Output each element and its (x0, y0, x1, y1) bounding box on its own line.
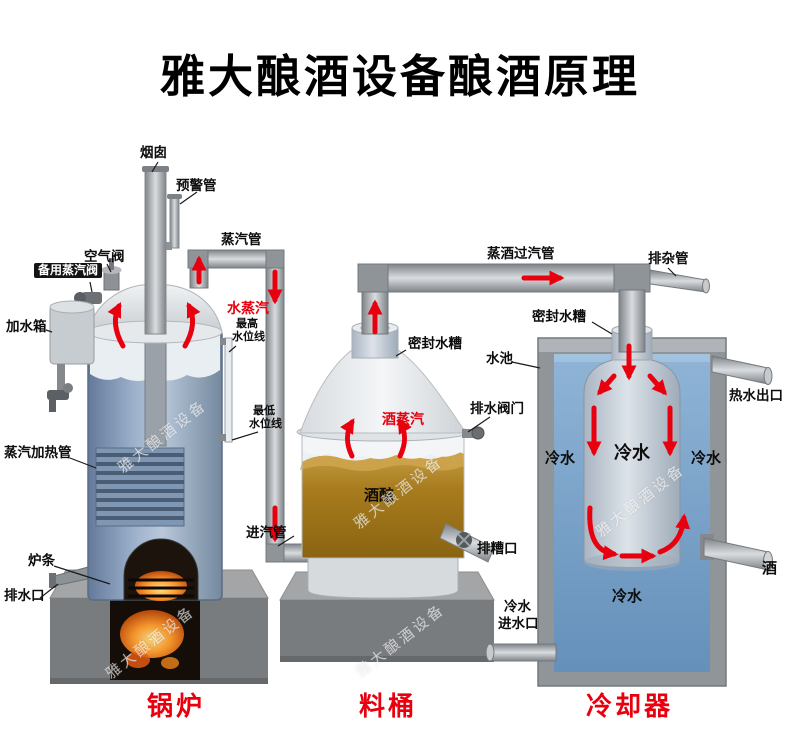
label-waste-pipe: 排杂管 (648, 251, 689, 266)
cold-inlet-pipe (485, 643, 557, 662)
label-cold-water-left: 冷水 (545, 450, 576, 467)
label-water-vapor: 水蒸汽 (227, 300, 269, 316)
barrel-base (307, 555, 459, 599)
mash-fill (302, 452, 464, 558)
wine-pipe (700, 534, 773, 571)
boiler-illustration (47, 166, 269, 684)
label-min-level-2: 水位线 (249, 418, 282, 430)
label-seal-trough-barrel: 密封水糟 (408, 336, 462, 351)
air-valve (101, 258, 122, 291)
page-title: 雅大酿酒设备酿酒原理 (159, 51, 640, 102)
label-drain-valve: 排水阀门 (470, 401, 524, 416)
barrel-steam-cloud (302, 438, 464, 459)
label-pool: 水池 (486, 351, 513, 366)
label-warning-pipe: 预警管 (176, 178, 217, 193)
label-hot-water-outlet: 热水出口 (729, 388, 783, 403)
caption-boiler: 锅炉 (147, 691, 206, 721)
label-chimney: 烟囱 (140, 145, 167, 160)
label-min-level-1: 最低 (253, 405, 275, 417)
caption-cooler: 冷却器 (586, 691, 674, 721)
label-grate: 炉条 (28, 553, 55, 568)
label-wine-vapor: 酒蒸汽 (382, 411, 424, 427)
steam-pipe (187, 249, 313, 563)
label-air-valve: 空气阀 (84, 249, 125, 264)
label-steam-pipe: 蒸汽管 (221, 232, 262, 247)
label-wine-steam-duct: 蒸酒过汽管 (487, 246, 555, 261)
fire-window (110, 598, 200, 680)
grate-bars (128, 578, 194, 598)
chimney-pipe (142, 166, 169, 335)
waste-pipe (649, 269, 710, 294)
label-seal-trough-cooler: 密封水糟 (532, 309, 586, 324)
caption-barrel: 料桶 (359, 691, 418, 721)
slag-outlet-pipe (439, 523, 495, 563)
label-steam-heating-pipe: 蒸汽加热管 (4, 445, 72, 460)
mash-top-layer (300, 452, 464, 471)
leader-lines (39, 161, 677, 599)
label-cold-inlet-1: 冷水 (504, 599, 531, 614)
cooler-illustration (485, 289, 773, 687)
flow-arrows (107, 255, 691, 564)
heating-ribs (95, 447, 185, 527)
label-slag-outlet: 排糟口 (477, 541, 518, 556)
drain-valve (462, 426, 485, 440)
hot-water-pipe (711, 355, 773, 385)
water-fill-tank (49, 300, 95, 365)
condenser-cylinder (583, 357, 681, 571)
label-max-level-2: 水位线 (232, 331, 265, 343)
warning-pipe (166, 194, 182, 250)
level-gauge (220, 337, 233, 443)
water-faucet (47, 364, 73, 412)
label-cold-water-right: 冷水 (691, 450, 722, 467)
label-cold-inlet-2: 进水口 (498, 616, 539, 631)
label-wine: 酒 (762, 560, 778, 577)
label-steam-inlet-pipe: 进汽管 (246, 525, 287, 540)
label-drain-outlet: 排水口 (4, 588, 45, 603)
label-cold-water-bottom: 冷水 (612, 588, 643, 605)
label-mash: 酒醅 (364, 487, 395, 504)
down-pipe (618, 289, 646, 353)
label-water-fill-tank: 加水箱 (6, 319, 47, 334)
label-backup-steam-valve: 备用蒸汽阀 (34, 263, 103, 278)
fire-arch (123, 538, 199, 601)
label-cold-water-center: 冷水 (614, 443, 650, 463)
label-max-level-1: 最高 (236, 318, 258, 330)
